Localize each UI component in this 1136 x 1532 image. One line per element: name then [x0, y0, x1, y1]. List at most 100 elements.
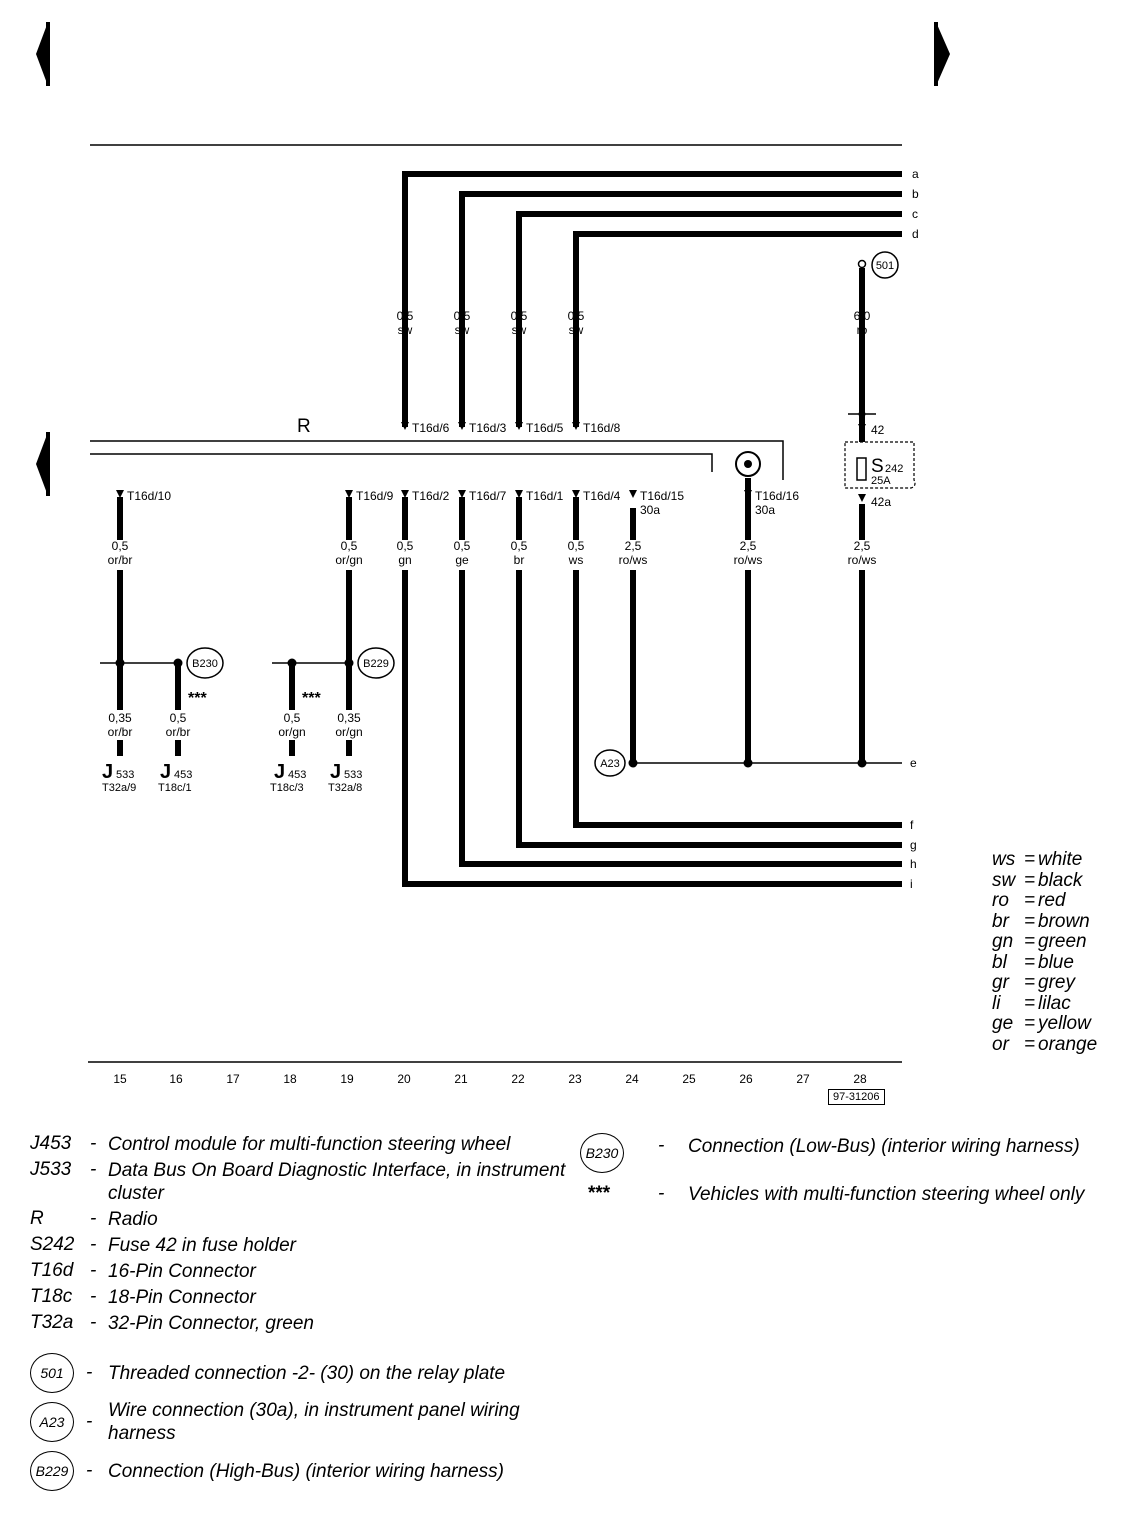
svg-text:0,5: 0,5: [568, 309, 585, 323]
legend-item: T16d-16-Pin Connector: [30, 1260, 256, 1282]
wire-i: [402, 570, 902, 887]
legend-item: R-Radio: [30, 1208, 158, 1230]
color-legend-row: ge=yellow: [992, 1013, 1091, 1034]
wire-g: [516, 570, 902, 848]
svg-text:J: J: [102, 761, 113, 783]
color-26: ro/ws: [734, 553, 763, 567]
wire-h: [459, 570, 902, 867]
legend-item-badge: B229 -Connection (High-Bus) (interior wi…: [30, 1451, 570, 1491]
svg-text:21: 21: [454, 1072, 468, 1086]
component-j533-left: J 533 T32a/9: [102, 761, 136, 794]
pin-t16d-15-sub: 30a: [640, 503, 660, 517]
branch-color-4: or/gn: [335, 725, 362, 739]
top-wire-spec-3: 0,5 sw: [511, 309, 528, 337]
next-page-arrow-icon[interactable]: [930, 20, 954, 90]
stars-b229: ***: [302, 690, 321, 707]
svg-text:sw: sw: [455, 323, 470, 337]
fuse-label-sub: 242: [885, 463, 903, 475]
letter-a: a: [912, 167, 919, 181]
badge-b230: B230: [186, 647, 224, 679]
pin-t16d-16-sub: 30a: [755, 503, 775, 517]
radio-outline-inner: [90, 453, 713, 472]
color-legend-row: sw=black: [992, 869, 1083, 891]
svg-text:501: 501: [876, 260, 894, 272]
pin-t16d-4: T16d/4: [583, 489, 621, 503]
svg-text:453: 453: [174, 769, 192, 781]
badge-b229-icon: B229: [30, 1451, 74, 1491]
legend-item-badge: 501 -Threaded connection -2- (30) on the…: [30, 1353, 570, 1393]
svg-text:A23: A23: [600, 758, 620, 770]
component-j533-right: J 533 T32a/8: [328, 761, 362, 794]
component-j453-right: J 453 T18c/3: [270, 761, 306, 794]
color-21: ge: [455, 553, 469, 567]
color-legend-row: br=brown: [992, 910, 1090, 932]
radio-label: R: [297, 416, 311, 437]
legend-item: J453-Control module for multi-function s…: [30, 1133, 511, 1155]
letter-g: g: [910, 838, 917, 852]
circuit-schematic: a b c d 0,5 sw 0,5 sw 0,5 sw 0,5 sw T16d…: [88, 144, 919, 1086]
svg-text:453: 453: [288, 769, 306, 781]
top-wire-spec-4: 0,5 sw: [568, 309, 585, 337]
svg-text:T32a/8: T32a/8: [328, 782, 362, 794]
color-legend-row: li=lilac: [992, 992, 1071, 1014]
color-code-legend: ws=white sw=black ro=red br=brown gn=gre…: [992, 849, 1132, 1055]
branch-spec-2: 0,5: [170, 711, 187, 725]
badge-a23-icon: A23: [30, 1402, 74, 1442]
svg-text:26: 26: [739, 1072, 753, 1086]
stars-b230: ***: [188, 690, 207, 707]
pin-t16d-5: T16d/5: [526, 421, 564, 435]
pin-t16d-16: T16d/16: [755, 489, 799, 503]
branch-spec-3: 0,5: [284, 711, 301, 725]
pin-t16d-6: T16d/6: [412, 421, 450, 435]
svg-text:sw: sw: [569, 323, 584, 337]
previous-page-arrow-icon[interactable]: [30, 20, 54, 90]
pin-t16d-10: T16d/10: [127, 489, 171, 503]
badge-b230-icon: B230: [580, 1133, 624, 1173]
fuse-wire-spec: 6,0: [854, 309, 871, 323]
color-legend-row: gn=green: [992, 931, 1087, 952]
spec-21: 0,5: [454, 539, 471, 553]
svg-text:J: J: [160, 761, 171, 783]
previous-section-arrow-icon[interactable]: [30, 430, 54, 500]
fuse-icon: [856, 457, 867, 481]
badge-a23: A23: [594, 749, 626, 777]
letter-e: e: [910, 756, 917, 770]
pin-t16d-9: T16d/9: [356, 489, 394, 503]
color-23: ws: [568, 553, 584, 567]
color-22: br: [514, 553, 525, 567]
branch-spec-4: 0,35: [337, 711, 361, 725]
spec-24: 2,5: [625, 539, 642, 553]
svg-text:22: 22: [511, 1072, 525, 1086]
component-legend: J453-Control module for multi-function s…: [30, 1133, 570, 1494]
spec-19: 0,5: [341, 539, 358, 553]
svg-text:sw: sw: [512, 323, 527, 337]
spec-26: 2,5: [740, 539, 757, 553]
fuse-amp: 25A: [871, 475, 891, 487]
branch-spec-1: 0,35: [108, 711, 132, 725]
svg-text:T18c/3: T18c/3: [270, 782, 304, 794]
connection-legend: B230 -Connection (Low-Bus) (interior wir…: [580, 1133, 1130, 1216]
color-legend-row: bl=blue: [992, 951, 1074, 973]
fuse-pin-42: 42: [871, 423, 885, 437]
svg-text:T18c/1: T18c/1: [158, 782, 192, 794]
svg-text:sw: sw: [398, 323, 413, 337]
letter-h: h: [910, 857, 917, 871]
svg-text:23: 23: [568, 1072, 582, 1086]
svg-text:27: 27: [796, 1072, 810, 1086]
spec-15: 0,5: [112, 539, 129, 553]
document-reference: 97-31206: [828, 1089, 885, 1105]
svg-text:28: 28: [853, 1072, 867, 1086]
ground-symbol-icon: [735, 451, 761, 477]
color-24: ro/ws: [619, 553, 648, 567]
letter-d: d: [912, 227, 919, 241]
svg-text:17: 17: [226, 1072, 240, 1086]
svg-text:B229: B229: [363, 658, 389, 670]
fuse-pin-42a: 42a: [871, 495, 891, 509]
fuse-out-spec: 2,5: [854, 539, 871, 553]
legend-item-badge: A23 -Wire connection (30a), in instrumen…: [30, 1399, 570, 1445]
spec-23: 0,5: [568, 539, 585, 553]
fuse-wire-color: ro: [857, 323, 868, 337]
color-legend-row: ro=red: [992, 890, 1066, 911]
spec-20: 0,5: [397, 539, 414, 553]
